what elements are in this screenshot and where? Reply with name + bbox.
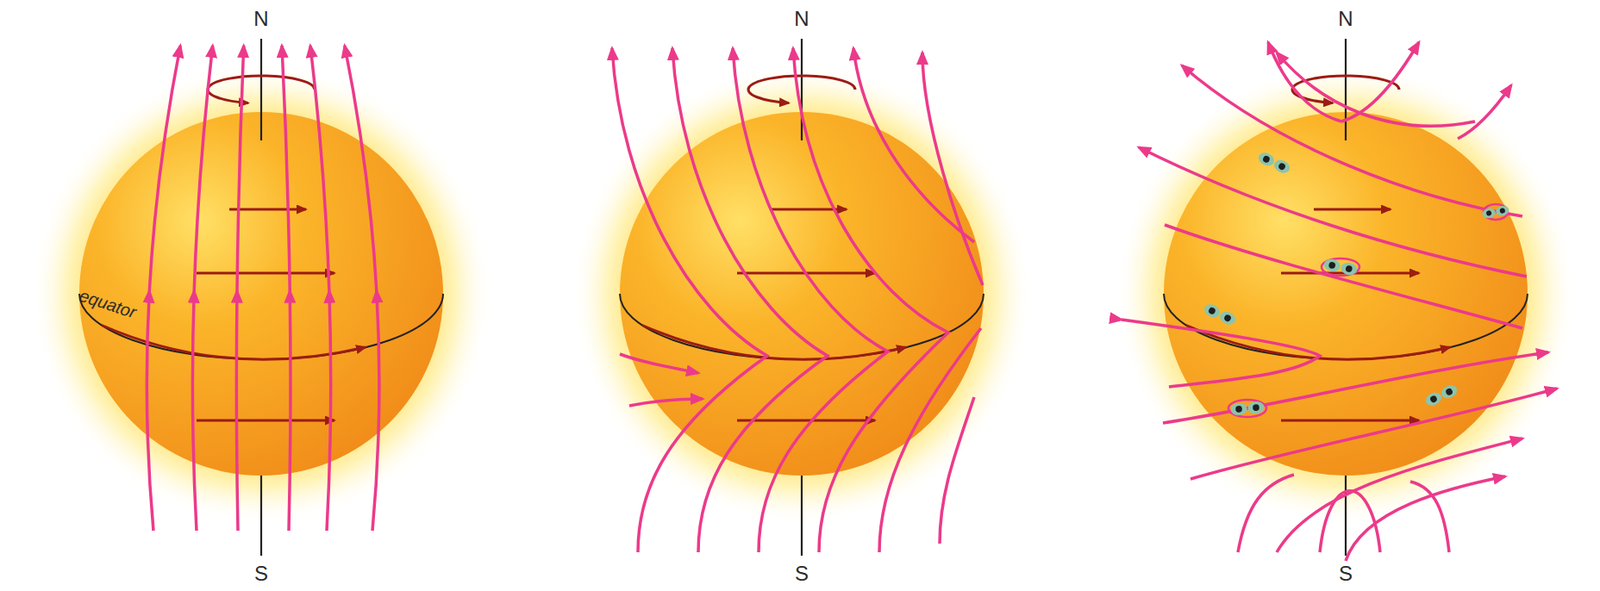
pole-label: S bbox=[1338, 562, 1353, 587]
sun-panel-2 bbox=[570, 38, 1033, 557]
pole-label: S bbox=[254, 562, 269, 587]
pole-label: N bbox=[1337, 6, 1353, 32]
pole-label: N bbox=[253, 6, 269, 32]
sunspot-pairs bbox=[1201, 150, 1510, 418]
equator-label: equator bbox=[76, 286, 139, 324]
sun-panel-3 bbox=[1114, 38, 1577, 562]
sun-panel-1 bbox=[30, 38, 493, 557]
pole-label: S bbox=[794, 562, 809, 587]
pole-label: N bbox=[793, 6, 809, 32]
